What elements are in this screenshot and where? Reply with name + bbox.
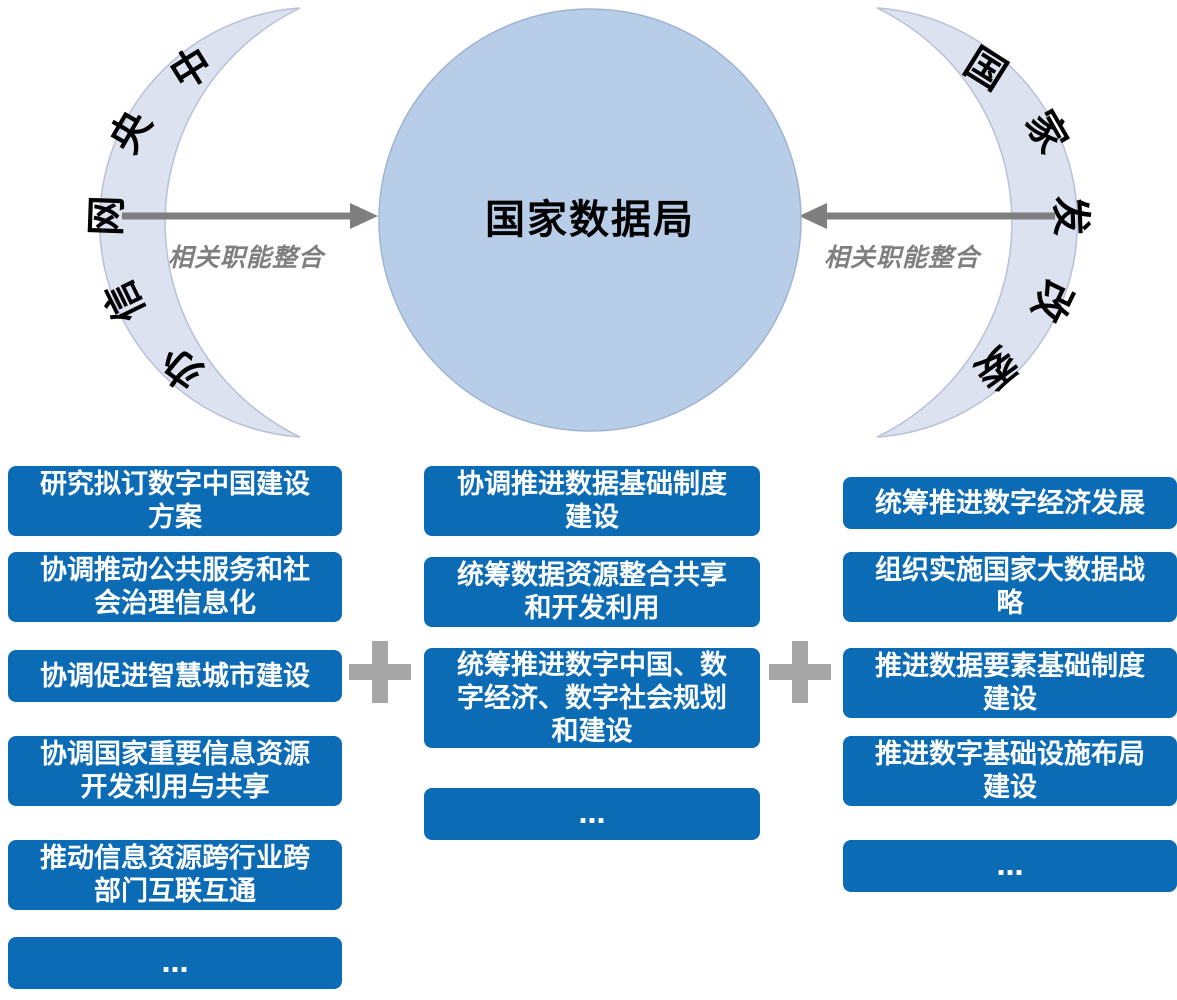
function-box-right-2: 组织实施国家大数据战 略 [843, 552, 1177, 622]
function-box-right-3: 推进数据要素基础制度 建设 [843, 648, 1177, 718]
right-merge-arrow: 相关职能整合 [799, 203, 1055, 272]
plus-icon-right [769, 641, 831, 703]
function-box-left-more: … [8, 937, 342, 989]
function-box-left-1: 研究拟订数字中国建设 方案 [8, 466, 342, 536]
function-box-center-3: 统筹推进数字中国、数 字经济、数字社会规划 和建设 [424, 648, 760, 748]
left-merge-arrow-head [350, 203, 378, 229]
function-box-right-1: 统筹推进数字经济发展 [843, 477, 1177, 529]
function-box-center-1: 协调推进数据基础制度 建设 [424, 466, 760, 536]
function-box-left-4: 协调国家重要信息资源 开发利用与共享 [8, 736, 342, 806]
function-box-right-4: 推进数字基础设施布局 建设 [843, 736, 1177, 806]
function-box-left-3: 协调促进智慧城市建设 [8, 650, 342, 702]
function-box-right-more: … [843, 840, 1177, 892]
left-arrow-label: 相关职能整合 [168, 243, 327, 272]
right-arrow-label: 相关职能整合 [824, 243, 983, 272]
plus-icon-left [349, 641, 411, 703]
right-crescent-shape [876, 7, 1079, 438]
center-circle-title: 国家数据局 [485, 197, 695, 243]
function-box-center-2: 统筹数据资源整合共享 和开发利用 [424, 557, 760, 627]
left-merge-arrow: 相关职能整合 [122, 203, 378, 272]
function-box-left-2: 协调推动公共服务和社 会治理信息化 [8, 552, 342, 622]
left-crescent-shape [98, 7, 301, 438]
function-box-center-more: … [424, 788, 760, 840]
right-merge-arrow-head [799, 203, 827, 229]
merge-diagram-graphic: 中 央 网 信 办 国 家 发 改 委 相关职能整合 相关职能整合 国家数据 [83, 7, 1094, 438]
function-box-left-5: 推动信息资源跨行业跨 部门互联互通 [8, 840, 342, 910]
center-circle [378, 8, 802, 432]
